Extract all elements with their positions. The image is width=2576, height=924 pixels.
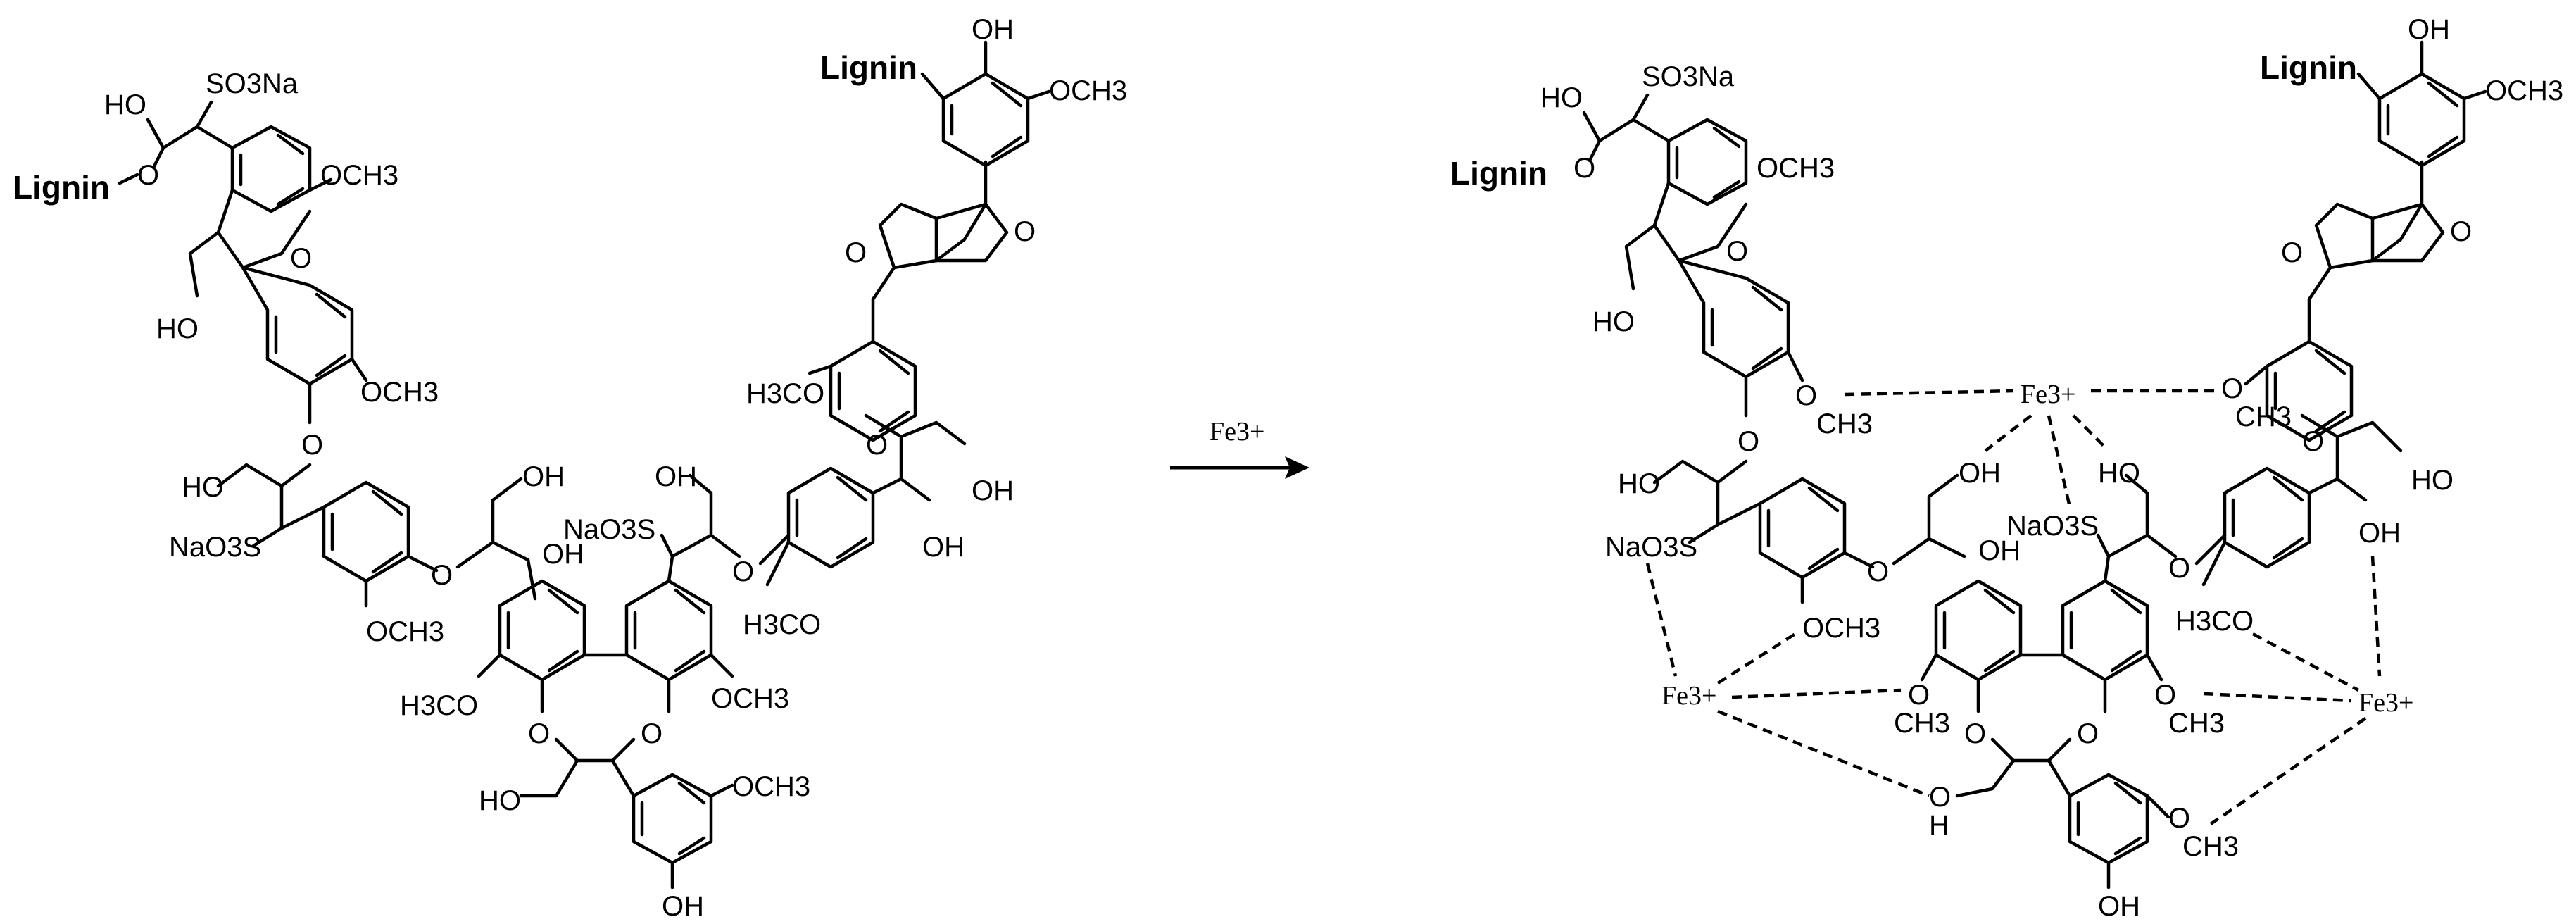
right-lignin-fe-complex: Lignin Lignin HO SO3Na O OCH3 O HO O CH3…	[1450, 14, 2563, 922]
reagent-label: Fe3+	[1210, 417, 1264, 447]
label-o-ether2: O	[431, 560, 453, 591]
r-label-ch3-2: CH3	[1894, 708, 1950, 739]
label-oh-3: OH	[655, 461, 697, 492]
r-label-ho: HO	[1540, 82, 1583, 113]
r-label-o-furan: O	[1726, 236, 1748, 267]
r-label-och3-top-right: OCH3	[2485, 75, 2563, 106]
label-oh-top-right: OH	[972, 14, 1014, 45]
lignin-label-right-top: Lignin	[820, 49, 917, 86]
r-label-o-bicyc2: O	[2450, 216, 2472, 247]
label-naso3s-2: NaO3S	[563, 514, 655, 545]
label-o-ring2: O	[641, 718, 662, 749]
fe-ion-right: Fe3+	[2358, 688, 2413, 718]
label-oh-1: OH	[522, 461, 565, 492]
lignin-label-right-top-2: Lignin	[2260, 49, 2357, 86]
label-so3na: SO3Na	[206, 68, 299, 99]
label-naso3s-1: NaO3S	[169, 532, 261, 563]
label-o-bicyc2: O	[1014, 216, 1036, 247]
label-o-ring1: O	[528, 718, 550, 749]
r-label-o-methoxy2: O	[2168, 803, 2190, 834]
r-label-ho-1: HO	[1618, 468, 1660, 499]
r-label-oh-top-right: OH	[2408, 14, 2450, 45]
r-label-o-ring1: O	[1964, 718, 1986, 749]
label-ho-ch2: HO	[156, 313, 199, 344]
r-label-o-ether3: O	[2168, 553, 2190, 584]
reaction-arrow: Fe3+	[1170, 417, 1309, 479]
r-label-ho-right: HO	[2411, 465, 2454, 496]
r-label-h3co-1: H3CO	[2175, 606, 2254, 637]
r-label-o-ether4: O	[2302, 426, 2324, 457]
fe-ion-left: Fe3+	[1661, 681, 1716, 711]
label-oh-bottom: OH	[662, 891, 704, 922]
label-och3-5: OCH3	[732, 771, 810, 802]
r-label-oh-h-o: O	[1929, 782, 1951, 813]
r-label-o-ring2: O	[2077, 718, 2099, 749]
lignin-label-left-top-2: Lignin	[1450, 155, 1547, 192]
r-label-och3-3: OCH3	[1802, 613, 1880, 644]
r-label-naso3s-1: NaO3S	[1605, 532, 1697, 563]
label-ho-1: HO	[182, 472, 224, 503]
r-label-ch3-4: CH3	[2182, 831, 2239, 862]
label-oh-4: OH	[922, 532, 965, 563]
r-label-o-ether2: O	[1867, 556, 1889, 587]
r-label-o-methoxy: O	[1795, 380, 1817, 411]
label-och3-top-right: OCH3	[1049, 75, 1127, 106]
label-oh-5: OH	[972, 475, 1014, 506]
r-label-o-ether1: O	[1738, 426, 1759, 457]
r-label-ch3-1: CH3	[1816, 408, 1873, 439]
r-label-oh-1: OH	[1959, 458, 2001, 489]
label-och3-4: OCH3	[711, 683, 789, 714]
r-label-o-methoxy3: O	[2221, 373, 2243, 404]
r-label-ho-mid: HO	[2098, 458, 2140, 489]
r-label-so3na: SO3Na	[1642, 61, 1735, 92]
r-label-oh-3: OH	[2358, 518, 2401, 549]
r-label-o-ring-a: O	[1908, 680, 1930, 711]
lignin-label-left-top: Lignin	[13, 169, 110, 206]
label-ho-2: HO	[479, 785, 521, 816]
r-label-ch3-5: CH3	[2235, 401, 2292, 432]
label-h3co-3: H3CO	[743, 609, 821, 640]
label-oh-2: OH	[542, 539, 584, 570]
r-label-oh-2: OH	[1978, 535, 2021, 566]
label-h3co-2: H3CO	[746, 378, 824, 409]
r-label-o-ring-b: O	[2154, 680, 2176, 711]
r-label-naso3s-2: NaO3S	[2006, 511, 2099, 542]
label-o-bicyc1: O	[845, 237, 867, 268]
label-ho: HO	[104, 89, 146, 120]
label-och3-1: OCH3	[320, 160, 398, 191]
left-lignin-structure: Lignin Lignin HO SO3Na O OCH3 O HO OCH3 …	[13, 14, 1127, 922]
r-label-och3-1: OCH3	[1757, 153, 1835, 184]
label-o-furan: O	[290, 243, 312, 274]
label-o-ether1: O	[301, 430, 323, 461]
r-label-h: H	[1929, 810, 1949, 841]
fe-ion-center: Fe3+	[2021, 380, 2075, 409]
r-label-ch3-3: CH3	[2168, 708, 2225, 739]
label-h3co-1: H3CO	[400, 690, 478, 721]
label-o-ether3: O	[732, 556, 754, 587]
r-label-o-bicyc1: O	[2281, 237, 2303, 268]
r-label-oh-bottom: OH	[2098, 891, 2140, 922]
label-och3-3: OCH3	[366, 616, 444, 647]
label-och3-2: OCH3	[360, 377, 439, 408]
coordination-bonds	[1645, 389, 2382, 825]
r-label-ho-ch2: HO	[1592, 306, 1635, 337]
